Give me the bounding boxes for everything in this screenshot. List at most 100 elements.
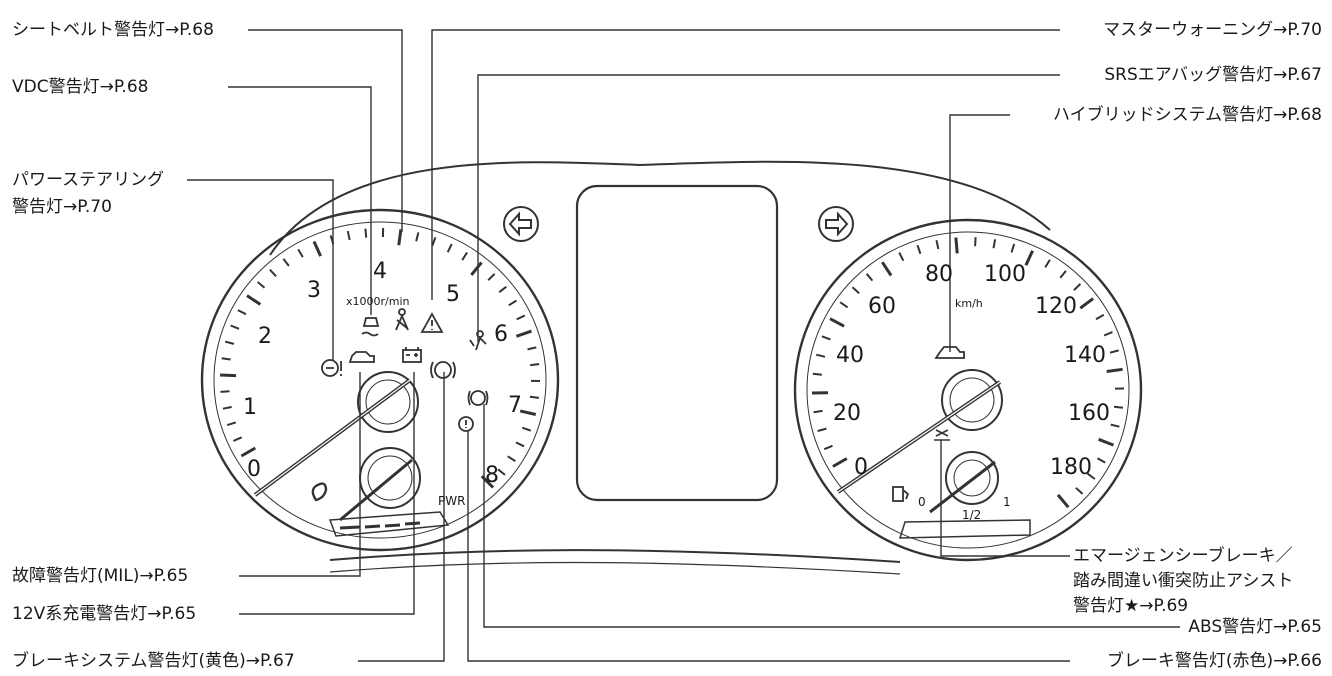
gauge-tick: [226, 421, 237, 427]
tach-number-8: 8: [485, 463, 499, 488]
fuel-label-full: 1: [1003, 495, 1011, 509]
callout-brake-system-yellow: ブレーキシステム警告灯(黄色)→P.67: [12, 651, 295, 671]
gauge-tick: [297, 248, 304, 258]
gauge-tick: [240, 446, 257, 458]
gauge-tick: [431, 237, 437, 247]
fuel-pump-icon: [892, 486, 910, 502]
gauge-tick: [1096, 457, 1106, 464]
srs-airbag-icon: [469, 330, 487, 351]
gauge-tick: [515, 441, 525, 448]
gauge-tick: [1098, 437, 1115, 447]
gauge-tick: [498, 285, 507, 293]
callout-brake-red: ブレーキ警告灯(赤色)→P.66: [1106, 651, 1322, 671]
gauge-tick: [364, 228, 368, 238]
gauge-tick: [954, 237, 959, 254]
speed-number-40: 40: [836, 343, 864, 368]
emergency-brake-icon: [934, 429, 950, 441]
hybrid-system-icon: [934, 346, 965, 359]
tach-number-0: 0: [247, 457, 261, 482]
gauge-tick: [521, 426, 532, 432]
tachometer-needle-hub: [253, 371, 419, 497]
gauge-tick: [220, 373, 237, 378]
gauge-tick: [530, 363, 540, 367]
gauge-tick: [832, 457, 848, 468]
gauge-tick: [829, 317, 845, 328]
gauge-tick: [487, 273, 496, 281]
speed-number-100: 100: [984, 262, 1026, 287]
gauge-tick: [221, 357, 231, 361]
tach-number-1: 1: [243, 395, 257, 420]
gauge-tick: [527, 346, 537, 351]
callout-12v-charge: 12V系充電警告灯→P.65: [12, 604, 197, 624]
gauge-tick: [497, 468, 506, 476]
fuel-label-empty: 0: [918, 495, 926, 509]
gauge-tick: [817, 427, 827, 432]
speed-number-140: 140: [1064, 343, 1106, 368]
callout-vdc: VDC警告灯→P.68: [12, 77, 149, 97]
gauge-tick: [1073, 283, 1082, 291]
gauge-tick: [515, 329, 532, 338]
tach-number-6: 6: [494, 322, 508, 347]
gauge-tick: [1075, 487, 1084, 495]
gauge-tick: [821, 335, 831, 341]
power-meter: [328, 447, 450, 537]
power-steering-warning-icon: [321, 359, 342, 377]
callout-hybrid-system: ハイブリッドシステム警告灯→P.68: [1052, 105, 1322, 125]
tach-number-5: 5: [446, 282, 460, 307]
callout-emergency-brake-1: エマージェンシーブレーキ／: [1073, 546, 1293, 566]
gauge-tick: [865, 273, 874, 282]
speed-number-80: 80: [925, 262, 953, 287]
left-turn-arrow-icon: [503, 206, 539, 242]
callout-power-steering-2: 警告灯→P.70: [12, 197, 112, 217]
speed-number-0: 0: [854, 455, 868, 480]
speedometer-ticks: [811, 237, 1125, 509]
leader-lines: [187, 29, 1180, 662]
vdc-warning-icon: [361, 317, 380, 337]
seatbelt-warning-icon: [395, 308, 409, 331]
gauge-tick: [237, 309, 247, 316]
gauge-tick: [1056, 493, 1070, 509]
cluster-housing: [269, 160, 1051, 575]
gauge-tick: [519, 409, 537, 416]
gauge-tick: [446, 243, 453, 253]
gauge-tick: [397, 229, 403, 246]
gauge-tick: [508, 299, 517, 307]
gauge-tick: [823, 444, 833, 451]
gauge-tick: [312, 240, 322, 257]
gauge-tick: [898, 252, 905, 262]
gauge-tick: [269, 269, 277, 277]
gauge-tick: [935, 239, 940, 250]
tach-number-7: 7: [508, 393, 522, 418]
gauge-tick: [415, 232, 420, 242]
battery-charge-icon: [402, 347, 422, 363]
callout-power-steering: パワーステアリング: [12, 170, 165, 190]
fuel-label-half: 1/2: [962, 508, 982, 522]
gauge-tick: [1024, 250, 1034, 266]
brake-system-yellow-icon: [430, 361, 456, 379]
speed-number-160: 160: [1068, 401, 1110, 426]
gauge-tick: [992, 239, 997, 249]
gauge-tick: [812, 372, 822, 376]
gauge-tick: [233, 436, 243, 442]
tachometer: [200, 208, 560, 552]
eco-icon: [311, 482, 328, 502]
gauge-tick: [851, 286, 860, 294]
callout-emergency-brake-2: 踏み間違い衝突防止アシスト: [1073, 571, 1294, 591]
gauge-tick: [1109, 349, 1119, 354]
speed-number-120: 120: [1035, 294, 1077, 319]
gauge-tick: [257, 281, 266, 289]
gauge-tick: [1044, 259, 1051, 268]
gauge-tick: [230, 324, 240, 330]
tach-unit: x1000r/min: [346, 295, 410, 308]
speed-number-180: 180: [1050, 455, 1092, 480]
speed-number-20: 20: [833, 401, 861, 426]
gauge-tick: [222, 406, 232, 410]
gauge-tick: [220, 390, 230, 393]
gauge-tick: [224, 340, 235, 345]
tach-number-3: 3: [307, 278, 321, 303]
gauge-tick: [1059, 270, 1067, 279]
master-warning-icon: [420, 312, 444, 333]
pwr-label: PWR: [438, 494, 466, 508]
tachometer-ticks: [220, 227, 541, 489]
callout-srs-airbag: SRSエアバッグ警告灯→P.67: [1104, 65, 1322, 85]
